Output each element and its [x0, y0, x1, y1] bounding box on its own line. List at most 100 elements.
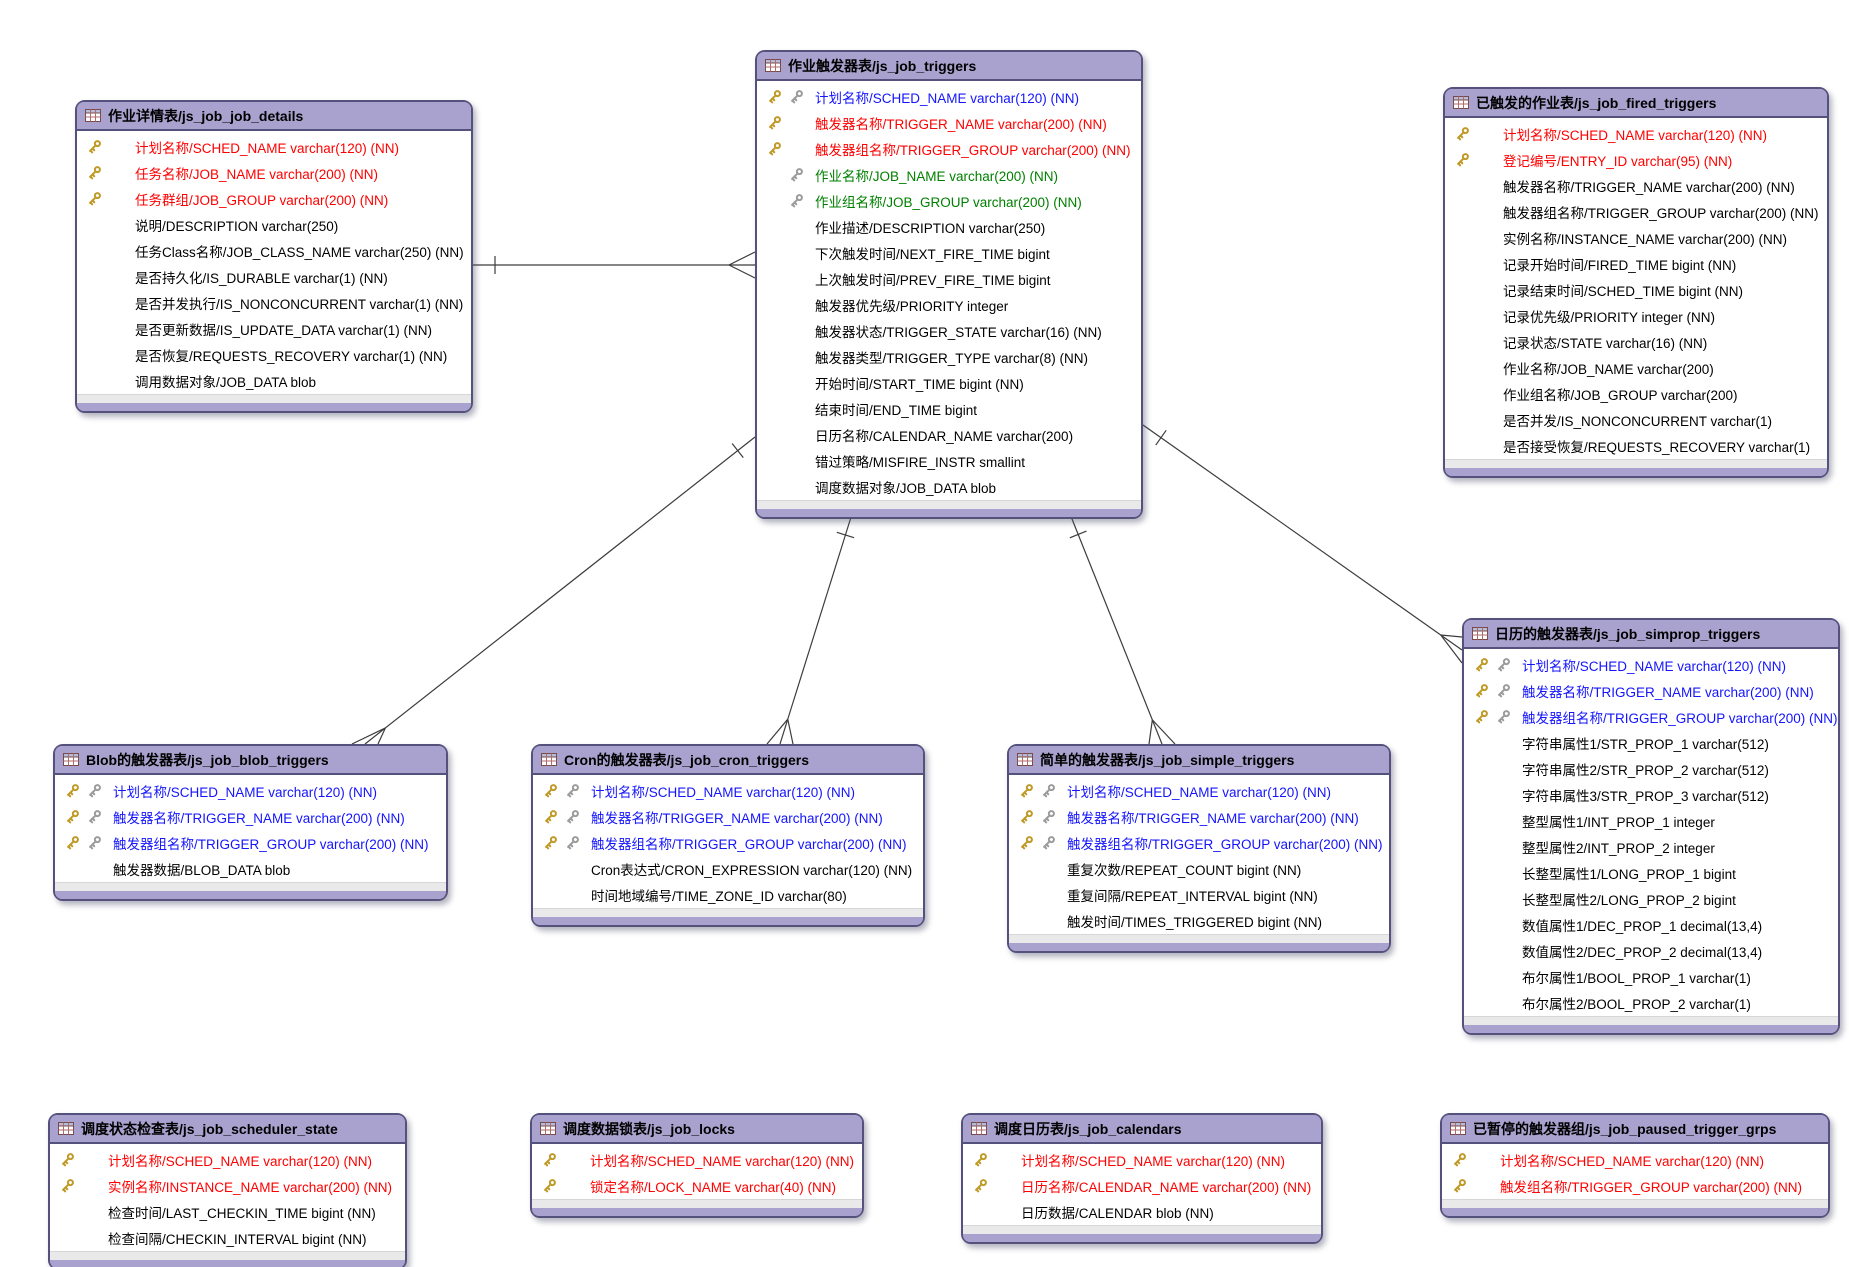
field-row[interactable]: 计划名称/SCHED_NAME varchar(120) (NN)	[1464, 652, 1838, 678]
field-row[interactable]: 触发器组名称/TRIGGER_GROUP varchar(200) (NN)	[757, 136, 1141, 162]
field-row[interactable]: 检查间隔/CHECKIN_INTERVAL bigint (NN)	[50, 1225, 405, 1251]
field-row[interactable]: 触发器名称/TRIGGER_NAME varchar(200) (NN)	[1464, 678, 1838, 704]
field-row[interactable]: 数值属性1/DEC_PROP_1 decimal(13,4)	[1464, 912, 1838, 938]
field-row[interactable]: 实例名称/INSTANCE_NAME varchar(200) (NN)	[50, 1173, 405, 1199]
field-row[interactable]: 布尔属性2/BOOL_PROP_2 varchar(1)	[1464, 990, 1838, 1016]
table-js_job_scheduler_state[interactable]: 调度状态检查表/js_job_scheduler_state 计划名称/SCHE…	[48, 1113, 407, 1267]
field-row[interactable]: 下次触发时间/NEXT_FIRE_TIME bigint	[757, 240, 1141, 266]
field-row[interactable]: 计划名称/SCHED_NAME varchar(120) (NN)	[1442, 1147, 1828, 1173]
table-header[interactable]: 简单的触发器表/js_job_simple_triggers	[1009, 746, 1389, 775]
field-row[interactable]: 整型属性2/INT_PROP_2 integer	[1464, 834, 1838, 860]
field-row[interactable]: 作业名称/JOB_NAME varchar(200) (NN)	[757, 162, 1141, 188]
field-row[interactable]: 字符串属性3/STR_PROP_3 varchar(512)	[1464, 782, 1838, 808]
field-row[interactable]: 触发器名称/TRIGGER_NAME varchar(200) (NN)	[757, 110, 1141, 136]
field-row[interactable]: 任务群组/JOB_GROUP varchar(200) (NN)	[77, 186, 471, 212]
field-row[interactable]: 触发器组名称/TRIGGER_GROUP varchar(200) (NN)	[1464, 704, 1838, 730]
field-row[interactable]: 记录开始时间/FIRED_TIME bigint (NN)	[1445, 251, 1827, 277]
field-row[interactable]: 触发器名称/TRIGGER_NAME varchar(200) (NN)	[1009, 804, 1389, 830]
field-row[interactable]: 触发器组名称/TRIGGER_GROUP varchar(200) (NN)	[55, 830, 446, 856]
field-row[interactable]: 调用数据对象/JOB_DATA blob	[77, 368, 471, 394]
field-row[interactable]: 是否并发执行/IS_NONCONCURRENT varchar(1) (NN)	[77, 290, 471, 316]
field-row[interactable]: 作业描述/DESCRIPTION varchar(250)	[757, 214, 1141, 240]
field-row[interactable]: 重复次数/REPEAT_COUNT bigint (NN)	[1009, 856, 1389, 882]
field-row[interactable]: 错过策略/MISFIRE_INSTR smallint	[757, 448, 1141, 474]
field-row[interactable]: 记录状态/STATE varchar(16) (NN)	[1445, 329, 1827, 355]
field-row[interactable]: 作业组名称/JOB_GROUP varchar(200) (NN)	[757, 188, 1141, 214]
field-row[interactable]: 检查时间/LAST_CHECKIN_TIME bigint (NN)	[50, 1199, 405, 1225]
field-row[interactable]: 实例名称/INSTANCE_NAME varchar(200) (NN)	[1445, 225, 1827, 251]
field-row[interactable]: 登记编号/ENTRY_ID varchar(95) (NN)	[1445, 147, 1827, 173]
field-row[interactable]: 触发器组名称/TRIGGER_GROUP varchar(200) (NN)	[533, 830, 923, 856]
field-row[interactable]: 任务名称/JOB_NAME varchar(200) (NN)	[77, 160, 471, 186]
field-row[interactable]: 数值属性2/DEC_PROP_2 decimal(13,4)	[1464, 938, 1838, 964]
table-js_job_triggers[interactable]: 作业触发器表/js_job_triggers 计划名称/SCHED_NAME v…	[755, 50, 1143, 519]
field-row[interactable]: 上次触发时间/PREV_FIRE_TIME bigint	[757, 266, 1141, 292]
table-js_job_simprop_triggers[interactable]: 日历的触发器表/js_job_simprop_triggers 计划名称/SCH…	[1462, 618, 1840, 1035]
field-row[interactable]: 触发器名称/TRIGGER_NAME varchar(200) (NN)	[55, 804, 446, 830]
field-row[interactable]: 记录优先级/PRIORITY integer (NN)	[1445, 303, 1827, 329]
field-row[interactable]: 是否更新数据/IS_UPDATE_DATA varchar(1) (NN)	[77, 316, 471, 342]
field-row[interactable]: 计划名称/SCHED_NAME varchar(120) (NN)	[1445, 121, 1827, 147]
table-header[interactable]: 已触发的作业表/js_job_fired_triggers	[1445, 89, 1827, 118]
table-js_job_simple_triggers[interactable]: 简单的触发器表/js_job_simple_triggers 计划名称/SCHE…	[1007, 744, 1391, 953]
field-row[interactable]: 是否并发/IS_NONCONCURRENT varchar(1)	[1445, 407, 1827, 433]
field-row[interactable]: 锁定名称/LOCK_NAME varchar(40) (NN)	[532, 1173, 862, 1199]
table-js_job_fired_triggers[interactable]: 已触发的作业表/js_job_fired_triggers 计划名称/SCHED…	[1443, 87, 1829, 478]
field-row[interactable]: Cron表达式/CRON_EXPRESSION varchar(120) (NN…	[533, 856, 923, 882]
table-header[interactable]: 调度日历表/js_job_calendars	[963, 1115, 1321, 1144]
table-js_job_calendars[interactable]: 调度日历表/js_job_calendars 计划名称/SCHED_NAME v…	[961, 1113, 1323, 1244]
field-row[interactable]: 调度数据对象/JOB_DATA blob	[757, 474, 1141, 500]
field-row[interactable]: 说明/DESCRIPTION varchar(250)	[77, 212, 471, 238]
field-row[interactable]: 计划名称/SCHED_NAME varchar(120) (NN)	[50, 1147, 405, 1173]
field-row[interactable]: 字符串属性1/STR_PROP_1 varchar(512)	[1464, 730, 1838, 756]
field-row[interactable]: 触发器优先级/PRIORITY integer	[757, 292, 1141, 318]
field-row[interactable]: 触发器数据/BLOB_DATA blob	[55, 856, 446, 882]
field-row[interactable]: 作业组名称/JOB_GROUP varchar(200)	[1445, 381, 1827, 407]
table-js_job_job_details[interactable]: 作业详情表/js_job_job_details 计划名称/SCHED_NAME…	[75, 100, 473, 413]
field-row[interactable]: 记录结束时间/SCHED_TIME bigint (NN)	[1445, 277, 1827, 303]
field-row[interactable]: 触发器组名称/TRIGGER_GROUP varchar(200) (NN)	[1445, 199, 1827, 225]
field-row[interactable]: 计划名称/SCHED_NAME varchar(120) (NN)	[532, 1147, 862, 1173]
table-header[interactable]: 作业触发器表/js_job_triggers	[757, 52, 1141, 81]
field-row[interactable]: 是否恢复/REQUESTS_RECOVERY varchar(1) (NN)	[77, 342, 471, 368]
field-row[interactable]: 触发时间/TIMES_TRIGGERED bigint (NN)	[1009, 908, 1389, 934]
field-row[interactable]: 触发器类型/TRIGGER_TYPE varchar(8) (NN)	[757, 344, 1141, 370]
field-row[interactable]: 开始时间/START_TIME bigint (NN)	[757, 370, 1141, 396]
table-header[interactable]: 作业详情表/js_job_job_details	[77, 102, 471, 131]
field-row[interactable]: 触发器状态/TRIGGER_STATE varchar(16) (NN)	[757, 318, 1141, 344]
field-row[interactable]: 字符串属性2/STR_PROP_2 varchar(512)	[1464, 756, 1838, 782]
field-row[interactable]: 日历名称/CALENDAR_NAME varchar(200)	[757, 422, 1141, 448]
field-row[interactable]: 计划名称/SCHED_NAME varchar(120) (NN)	[963, 1147, 1321, 1173]
field-row[interactable]: 触发器名称/TRIGGER_NAME varchar(200) (NN)	[533, 804, 923, 830]
table-header[interactable]: Blob的触发器表/js_job_blob_triggers	[55, 746, 446, 775]
field-row[interactable]: 触发组名称/TRIGGER_GROUP varchar(200) (NN)	[1442, 1173, 1828, 1199]
field-row[interactable]: 计划名称/SCHED_NAME varchar(120) (NN)	[77, 134, 471, 160]
field-row[interactable]: 触发器名称/TRIGGER_NAME varchar(200) (NN)	[1445, 173, 1827, 199]
field-row[interactable]: 结束时间/END_TIME bigint	[757, 396, 1141, 422]
field-row[interactable]: 日历数据/CALENDAR blob (NN)	[963, 1199, 1321, 1225]
field-row[interactable]: 长整型属性1/LONG_PROP_1 bigint	[1464, 860, 1838, 886]
field-row[interactable]: 触发器组名称/TRIGGER_GROUP varchar(200) (NN)	[1009, 830, 1389, 856]
table-header[interactable]: 调度状态检查表/js_job_scheduler_state	[50, 1115, 405, 1144]
table-js_job_cron_triggers[interactable]: Cron的触发器表/js_job_cron_triggers 计划名称/SCHE…	[531, 744, 925, 927]
field-row[interactable]: 计划名称/SCHED_NAME varchar(120) (NN)	[533, 778, 923, 804]
field-row[interactable]: 布尔属性1/BOOL_PROP_1 varchar(1)	[1464, 964, 1838, 990]
field-row[interactable]: 重复间隔/REPEAT_INTERVAL bigint (NN)	[1009, 882, 1389, 908]
field-row[interactable]: 计划名称/SCHED_NAME varchar(120) (NN)	[55, 778, 446, 804]
table-js_job_blob_triggers[interactable]: Blob的触发器表/js_job_blob_triggers 计划名称/SCHE…	[53, 744, 448, 901]
field-row[interactable]: 任务Class名称/JOB_CLASS_NAME varchar(250) (N…	[77, 238, 471, 264]
field-row[interactable]: 是否持久化/IS_DURABLE varchar(1) (NN)	[77, 264, 471, 290]
table-header[interactable]: 已暂停的触发器组/js_job_paused_trigger_grps	[1442, 1115, 1828, 1144]
field-row[interactable]: 作业名称/JOB_NAME varchar(200)	[1445, 355, 1827, 381]
field-row[interactable]: 时间地域编号/TIME_ZONE_ID varchar(80)	[533, 882, 923, 908]
table-header[interactable]: 调度数据锁表/js_job_locks	[532, 1115, 862, 1144]
field-row[interactable]: 整型属性1/INT_PROP_1 integer	[1464, 808, 1838, 834]
field-row[interactable]: 日历名称/CALENDAR_NAME varchar(200) (NN)	[963, 1173, 1321, 1199]
field-row[interactable]: 长整型属性2/LONG_PROP_2 bigint	[1464, 886, 1838, 912]
field-row[interactable]: 是否接受恢复/REQUESTS_RECOVERY varchar(1)	[1445, 433, 1827, 459]
table-header[interactable]: 日历的触发器表/js_job_simprop_triggers	[1464, 620, 1838, 649]
field-row[interactable]: 计划名称/SCHED_NAME varchar(120) (NN)	[757, 84, 1141, 110]
field-row[interactable]: 计划名称/SCHED_NAME varchar(120) (NN)	[1009, 778, 1389, 804]
table-header[interactable]: Cron的触发器表/js_job_cron_triggers	[533, 746, 923, 775]
table-js_job_paused_trigger_grps[interactable]: 已暂停的触发器组/js_job_paused_trigger_grps 计划名称…	[1440, 1113, 1830, 1218]
